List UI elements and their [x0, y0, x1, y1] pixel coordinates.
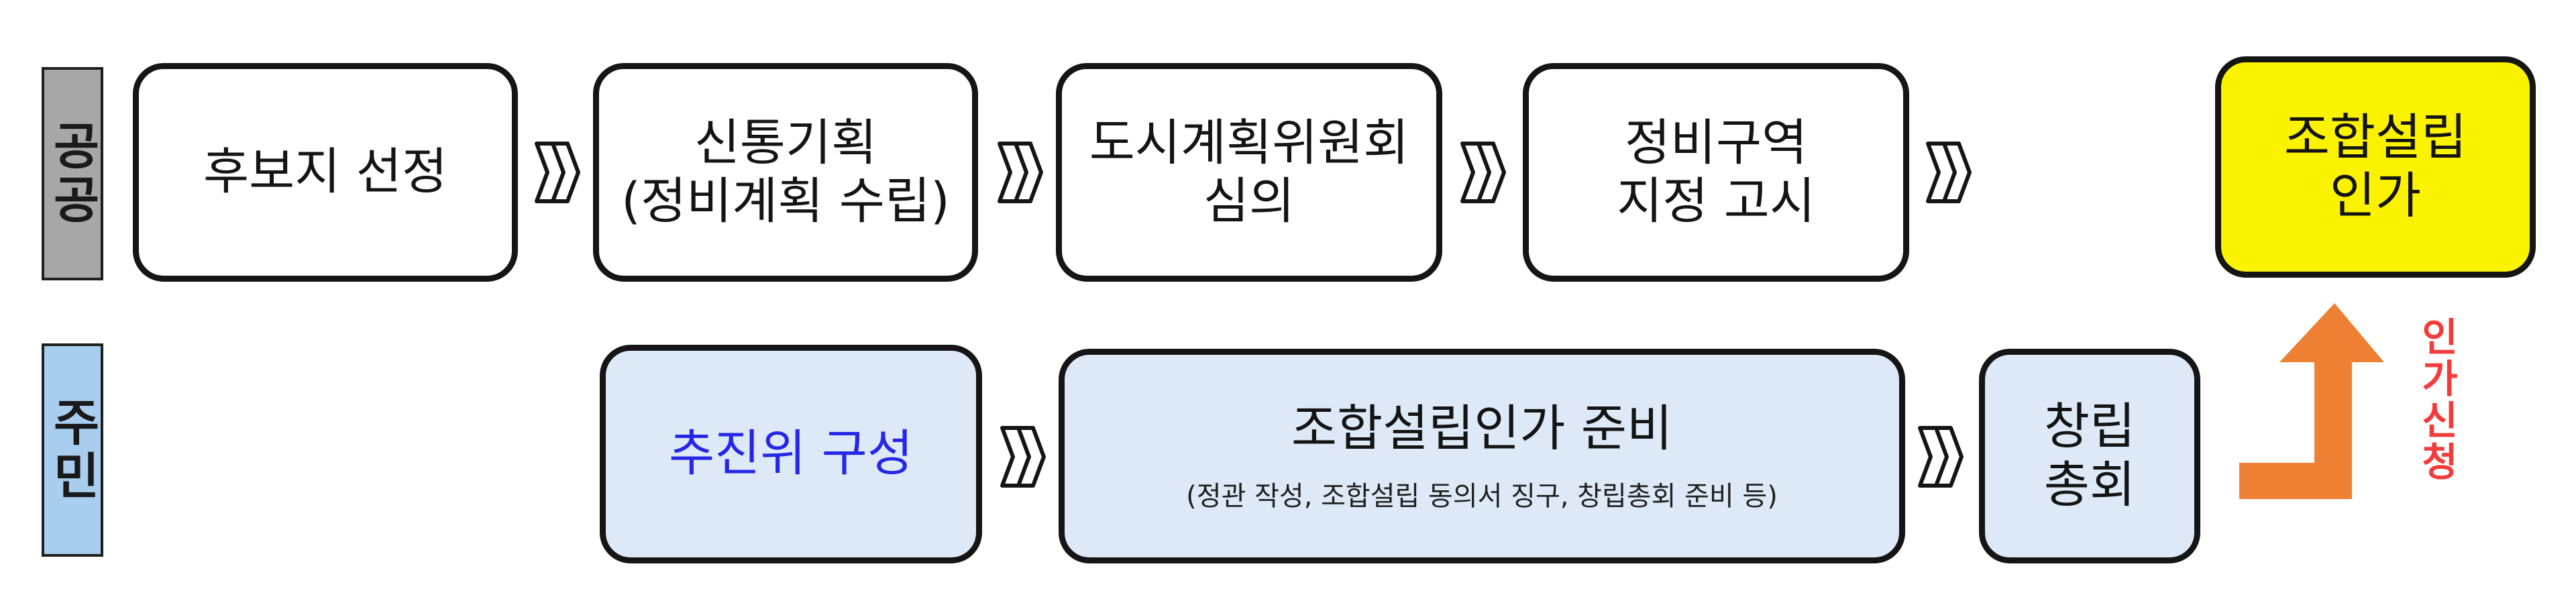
step-candidate-selection: 후보지 선정 [133, 63, 518, 282]
step-rapid-planning: 신통기획 (정비계획 수립) [593, 63, 978, 282]
double-chevron-right-icon [1460, 142, 1506, 203]
step-text: 창립 [2043, 397, 2136, 455]
step-association-approval: 조합설립 인가 [2215, 56, 2536, 278]
step-text: 조합설립인가 준비 [1291, 399, 1673, 457]
step-text: 인가 [2329, 167, 2422, 225]
step-zone-designation: 정비구역 지정 고시 [1523, 63, 1909, 282]
step-text: 심의 [1203, 172, 1295, 230]
apply-label: 인가신청 [2410, 292, 2463, 507]
step-note: (정관 작성, 조합설립 동의서 징구, 창립총회 준비 등) [1186, 481, 1778, 512]
elbow-arrow-up-icon [2239, 303, 2384, 499]
double-chevron-right-icon [1926, 142, 1972, 203]
step-text: 추진위 구성 [669, 425, 913, 483]
double-chevron-right-icon [535, 142, 580, 203]
step-approval-preparation: 조합설립인가 준비 (정관 작성, 조합설립 동의서 징구, 창립총회 준비 등… [1059, 349, 1905, 563]
row-label-public-text: 공공 [43, 120, 101, 227]
step-committee-review: 도시계획위원회 심의 [1056, 63, 1442, 282]
double-chevron-right-icon [998, 142, 1043, 203]
step-text: 정비구역 [1624, 113, 1808, 172]
step-text: 도시계획위원회 [1089, 113, 1409, 172]
row-label-public: 공공 [42, 67, 103, 280]
apply-label-text: 인가신청 [2414, 317, 2459, 483]
step-text: 조합설립 [2284, 108, 2467, 166]
step-text: 지정 고시 [1617, 172, 1815, 230]
row-label-resident: 주민 [42, 343, 103, 557]
step-text: 후보지 선정 [203, 143, 447, 201]
double-chevron-right-icon [1000, 426, 1046, 488]
row-label-resident-text: 주민 [43, 396, 101, 504]
step-text: (정비계획 수립) [621, 172, 950, 230]
step-committee-formation: 추진위 구성 [600, 345, 982, 563]
step-founding-assembly: 창립 총회 [1979, 349, 2200, 563]
double-chevron-right-icon [1918, 426, 1964, 488]
step-text: 총회 [2043, 456, 2136, 514]
step-text: 신통기획 [694, 113, 877, 172]
